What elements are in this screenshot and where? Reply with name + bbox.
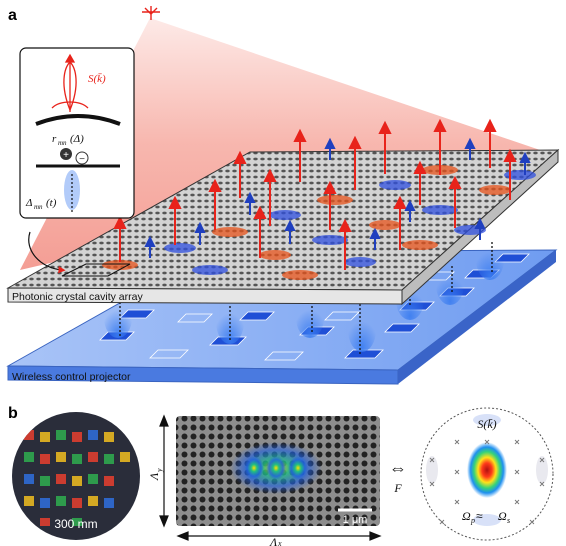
svg-text:s: s xyxy=(507,516,510,525)
farfield-plot xyxy=(420,407,554,541)
panel-b-label: b xyxy=(8,405,18,422)
svg-text:Ω: Ω xyxy=(498,509,507,523)
inset-reflectivity-label: r mn (Δ) xyxy=(52,133,84,147)
inset-emission-label: S(k̄) xyxy=(88,73,106,85)
detector-icon xyxy=(142,6,160,20)
unit-cell-highlight xyxy=(61,263,131,277)
svg-text:Δ: Δ xyxy=(25,197,32,209)
farfield-label: S(k̄) xyxy=(477,417,496,431)
emission-arrows-red xyxy=(113,118,517,270)
svg-text:Ω: Ω xyxy=(462,509,471,523)
svg-text:Λ: Λ xyxy=(147,472,161,481)
inset-box xyxy=(19,47,135,274)
omega-relation: Ω p ≈ Ω s xyxy=(462,509,510,525)
inset-reflector xyxy=(35,114,121,126)
wafer-size-label: 300 mm xyxy=(54,517,97,531)
svg-text:p: p xyxy=(470,516,475,525)
wafer-image xyxy=(12,412,140,540)
fourier-label: F xyxy=(393,481,402,495)
inset-charges: + − xyxy=(60,148,89,165)
panel-a-label: a xyxy=(8,7,17,24)
svg-text:−: − xyxy=(79,154,85,165)
cavity-modes xyxy=(102,165,536,280)
projector-label: Wireless control projector xyxy=(12,371,131,383)
emission-cone xyxy=(20,18,540,270)
lambda-x-arrow xyxy=(176,531,382,541)
svg-text:mn: mn xyxy=(58,139,67,147)
inset-detuning-label: Δ mn (t) xyxy=(25,197,57,211)
sem-image xyxy=(176,416,380,526)
svg-text:y: y xyxy=(155,468,164,473)
svg-text:≈: ≈ xyxy=(476,509,483,523)
emission-arrows-blue xyxy=(144,137,531,258)
lambda-y-arrow xyxy=(159,414,169,528)
lambda-y-label: Λ y xyxy=(147,468,164,481)
cavity-array-label: Photonic crystal cavity array xyxy=(12,291,143,303)
svg-text:(Δ): (Δ) xyxy=(70,133,84,145)
svg-text:Λ: Λ xyxy=(269,535,278,546)
svg-text:+: + xyxy=(63,150,69,161)
svg-text:mn: mn xyxy=(34,203,43,211)
farfield-grid-markers xyxy=(429,439,545,525)
svg-text:(t): (t) xyxy=(46,197,57,209)
fourier-arrow-icon: ⇔ xyxy=(389,458,407,478)
scale-bar-label: 1 μm xyxy=(343,514,368,526)
inset-emission-lobe xyxy=(51,53,89,112)
lambda-x-label: Λ x xyxy=(269,535,282,546)
svg-text:x: x xyxy=(277,539,282,546)
svg-text:r: r xyxy=(52,133,57,145)
